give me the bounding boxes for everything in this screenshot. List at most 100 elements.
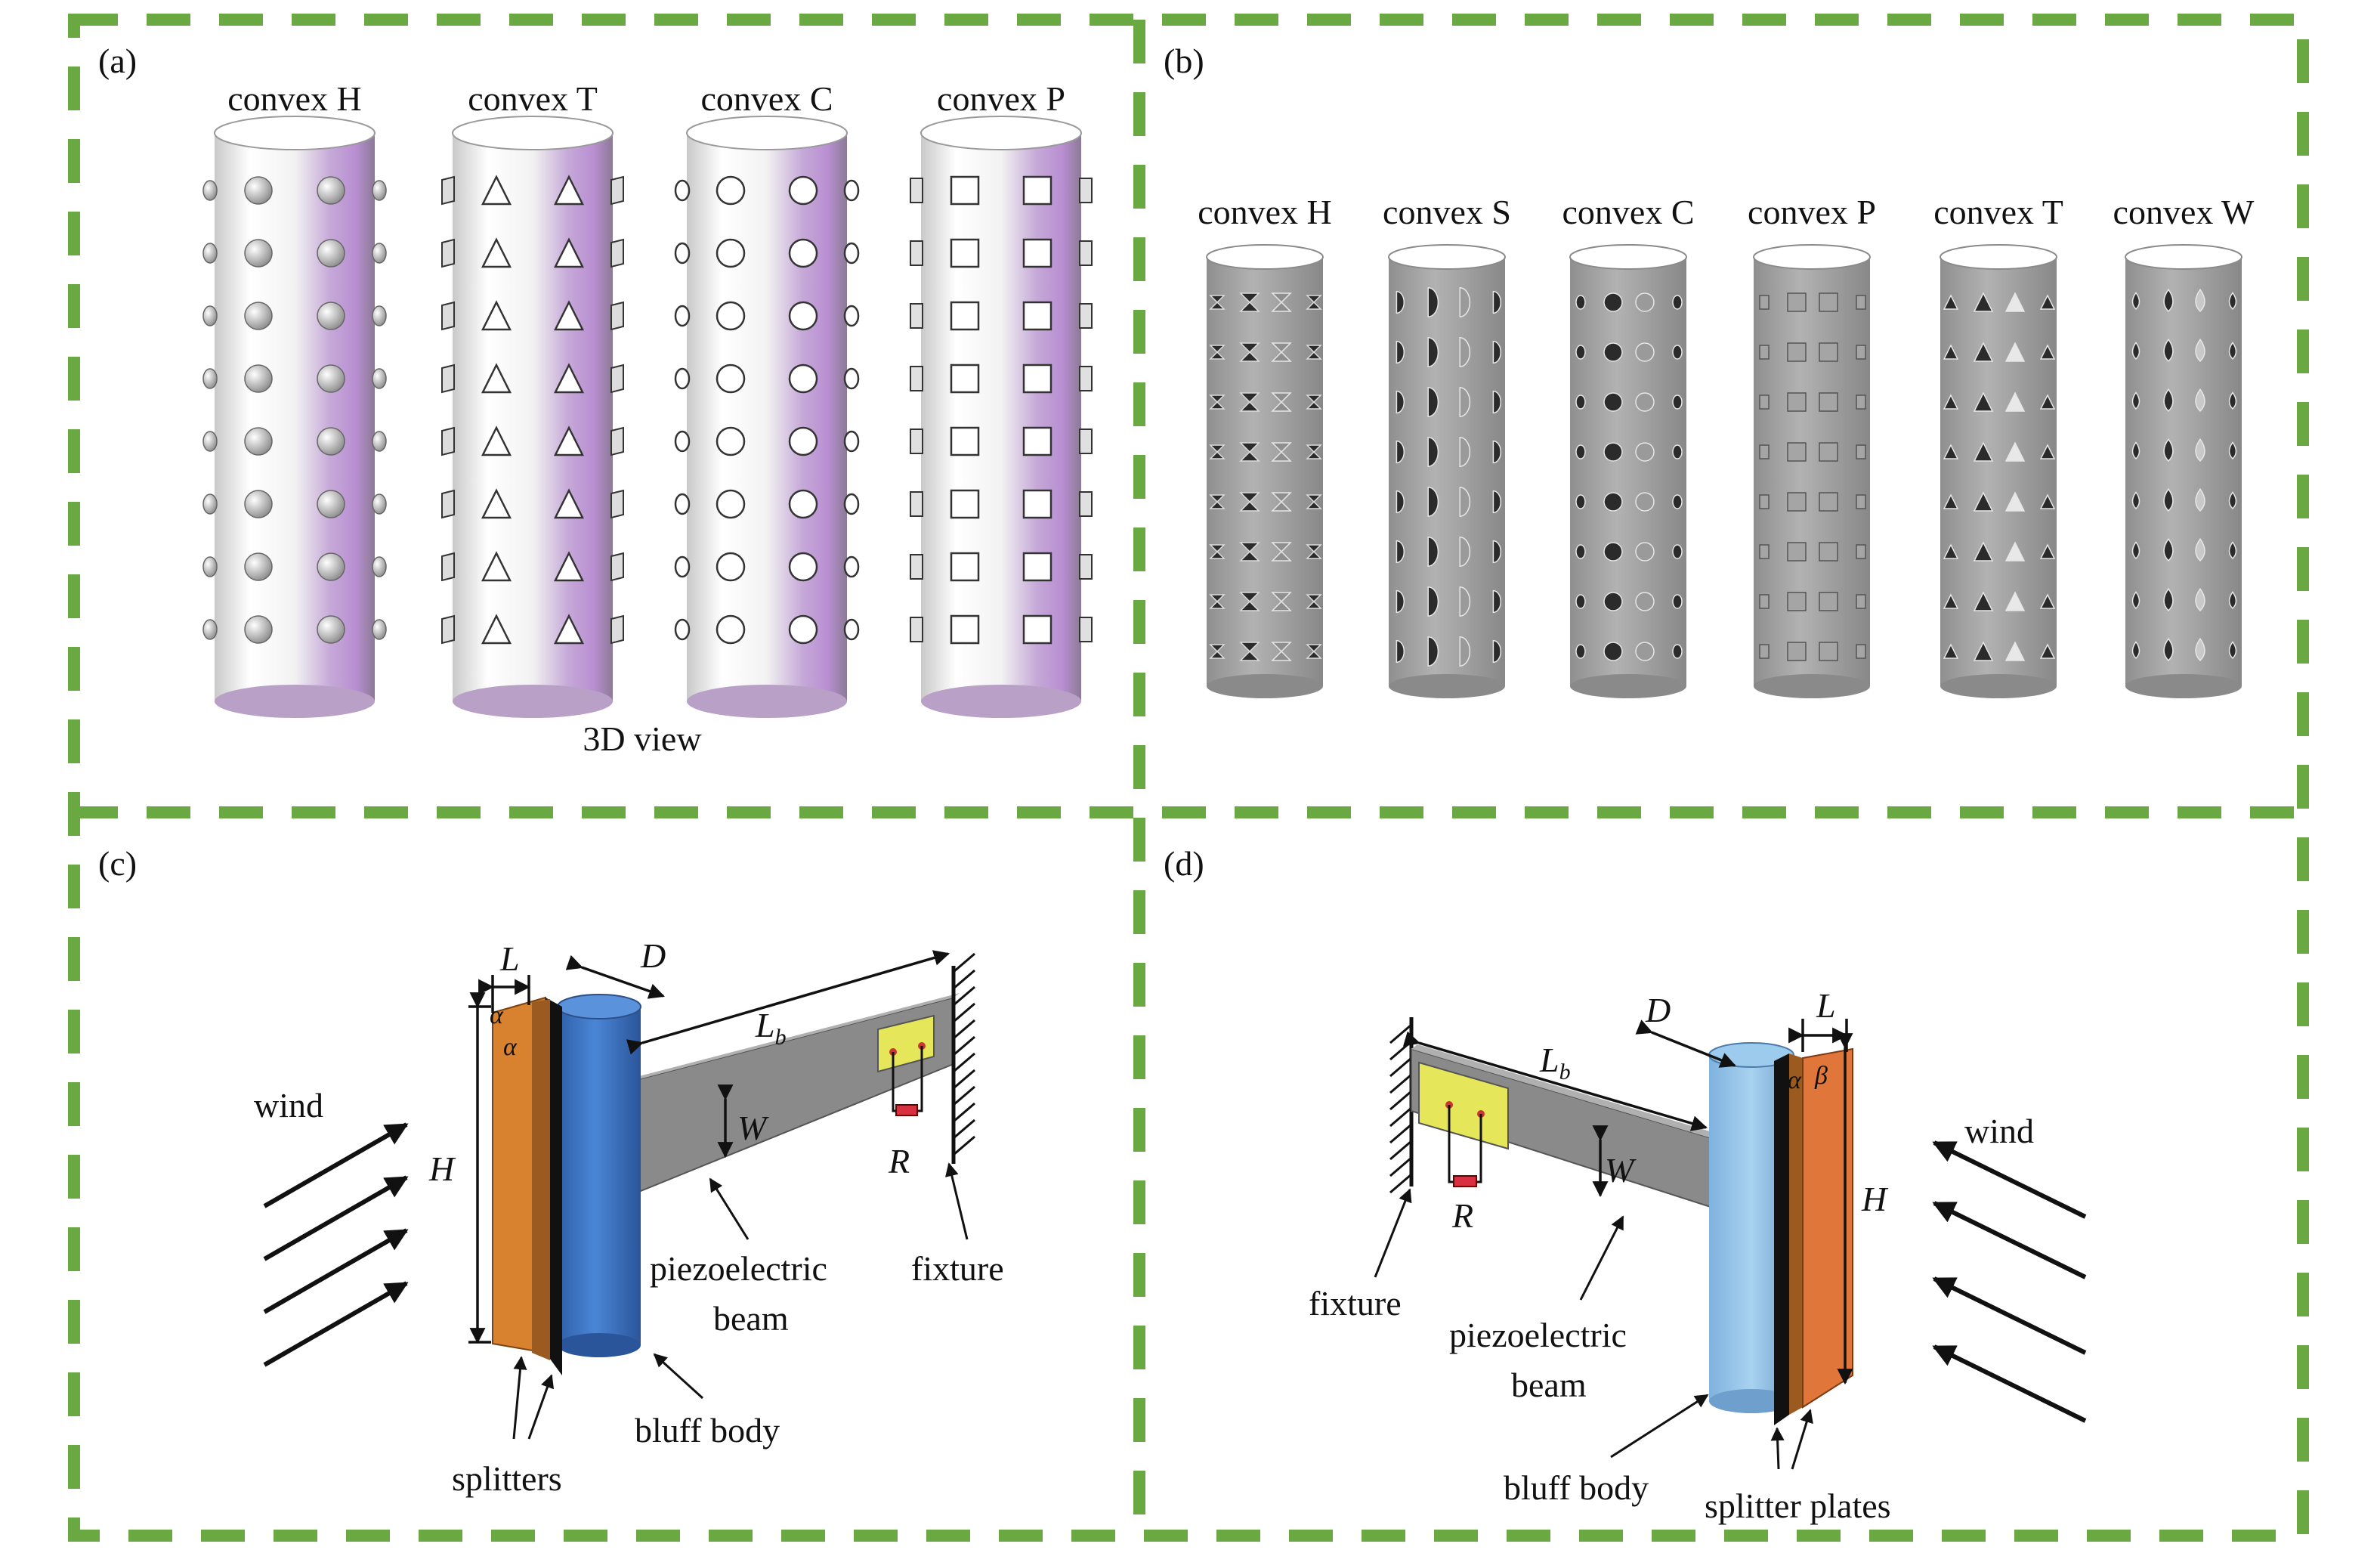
concave-circle bbox=[1635, 392, 1655, 412]
label-bluff-d: bluff body bbox=[1504, 1468, 1649, 1507]
convex-sphere bbox=[202, 493, 218, 515]
concave-semicircle bbox=[1396, 490, 1405, 514]
concave-triangle bbox=[2039, 593, 2056, 609]
label-W-d: W bbox=[1605, 1151, 1637, 1190]
concave-hourglass bbox=[1239, 292, 1260, 312]
convex-triangle bbox=[481, 300, 512, 331]
convex-square bbox=[950, 238, 980, 268]
convex-sphere bbox=[244, 615, 273, 644]
cylinder-b-body bbox=[1389, 257, 1505, 686]
hatch-line bbox=[953, 1052, 975, 1073]
convex-circle bbox=[788, 489, 818, 519]
convex-sphere bbox=[317, 176, 345, 205]
convex-sphere bbox=[317, 427, 345, 456]
concave-square bbox=[1856, 444, 1866, 459]
convex-circle bbox=[674, 430, 691, 453]
label-D-c: D bbox=[640, 936, 666, 975]
cylinder-b-label: convex S bbox=[1383, 193, 1511, 231]
convex-triangle bbox=[441, 489, 455, 519]
leader-bluff-d bbox=[1610, 1394, 1709, 1459]
concave-semicircle bbox=[1492, 290, 1501, 314]
convex-circle bbox=[716, 614, 746, 645]
convex-sphere bbox=[244, 427, 273, 456]
concave-drop bbox=[2163, 637, 2174, 662]
convex-square bbox=[1022, 364, 1052, 394]
resistor-d bbox=[1453, 1175, 1477, 1187]
concave-square bbox=[1759, 494, 1770, 509]
concave-triangle bbox=[1943, 543, 1959, 559]
concave-square bbox=[1787, 492, 1807, 512]
cylinder-a-3: convex C bbox=[674, 79, 860, 718]
convex-square bbox=[950, 489, 980, 519]
convex-square bbox=[1079, 178, 1093, 203]
concave-triangle bbox=[1943, 493, 1959, 509]
panel-c-diagram: L D Lb W H R α α wind piezoelectric beam… bbox=[254, 936, 1004, 1498]
cylinder-b-2: convex S bbox=[1383, 193, 1511, 698]
outer-frame bbox=[68, 14, 2309, 1542]
convex-circle bbox=[716, 238, 746, 268]
cylinder-b-body bbox=[1754, 257, 1870, 686]
concave-hourglass bbox=[1209, 644, 1226, 659]
cylinder-b-top bbox=[1569, 244, 1687, 270]
hatch-line bbox=[1389, 1057, 1412, 1078]
convex-sphere bbox=[202, 619, 218, 640]
wind-arrow-c-2 bbox=[263, 1175, 409, 1261]
convex-circle bbox=[788, 552, 818, 582]
convex-square bbox=[910, 303, 923, 329]
hatch-line bbox=[953, 1135, 975, 1156]
concave-triangle bbox=[1943, 394, 1959, 410]
cylinder-a-body bbox=[453, 133, 613, 701]
convex-sphere bbox=[202, 368, 218, 389]
concave-hourglass bbox=[1209, 394, 1226, 410]
convex-circle bbox=[788, 614, 818, 645]
concave-drop bbox=[2131, 292, 2140, 311]
concave-hourglass bbox=[1239, 342, 1260, 362]
concave-square bbox=[1856, 494, 1866, 509]
label-beam-d-2: beam bbox=[1511, 1366, 1587, 1404]
concave-circle bbox=[1635, 542, 1655, 562]
convex-circle bbox=[788, 175, 818, 206]
cylinder-a-body bbox=[215, 133, 375, 701]
hatch-line bbox=[953, 969, 975, 990]
cylinder-b-5: convex T bbox=[1933, 193, 2063, 698]
concave-circle bbox=[1603, 342, 1623, 362]
concave-circle bbox=[1672, 544, 1683, 559]
cylinder-a-top bbox=[686, 116, 848, 150]
convex-square bbox=[910, 240, 923, 266]
convex-triangle bbox=[553, 614, 585, 645]
leader-splitter-d-2 bbox=[1791, 1409, 1813, 1470]
convex-square bbox=[1022, 175, 1052, 206]
convex-circle bbox=[716, 489, 746, 519]
concave-circle bbox=[1635, 642, 1655, 661]
concave-triangle bbox=[1973, 591, 1994, 611]
concave-circle bbox=[1672, 594, 1683, 609]
convex-circle bbox=[843, 618, 860, 641]
convex-circle bbox=[788, 364, 818, 394]
concave-semicircle bbox=[1459, 636, 1471, 667]
convex-sphere bbox=[244, 552, 273, 581]
convex-triangle bbox=[441, 301, 455, 331]
concave-circle bbox=[1603, 442, 1623, 462]
cylinder-b-body bbox=[1207, 257, 1323, 686]
concave-circle bbox=[1575, 345, 1586, 360]
concave-drop bbox=[2131, 591, 2140, 610]
convex-circle bbox=[716, 426, 746, 456]
label-Lb-c-main: L bbox=[755, 1006, 775, 1044]
convex-circle bbox=[843, 305, 860, 327]
leader-bluff-c bbox=[653, 1353, 704, 1400]
label-Lb-d-sub: b bbox=[1559, 1060, 1571, 1084]
cylinder-a-top bbox=[920, 116, 1082, 150]
concave-square bbox=[1787, 442, 1807, 462]
cylinder-b-6: convex W bbox=[2113, 193, 2255, 698]
concave-circle bbox=[1635, 492, 1655, 512]
convex-circle bbox=[674, 618, 691, 641]
concave-square bbox=[1819, 292, 1838, 312]
convex-sphere bbox=[202, 180, 218, 201]
concave-square bbox=[1819, 642, 1838, 661]
convex-triangle bbox=[610, 489, 624, 519]
wind-arrow-c-3 bbox=[263, 1228, 409, 1314]
concave-drop bbox=[2195, 637, 2205, 662]
